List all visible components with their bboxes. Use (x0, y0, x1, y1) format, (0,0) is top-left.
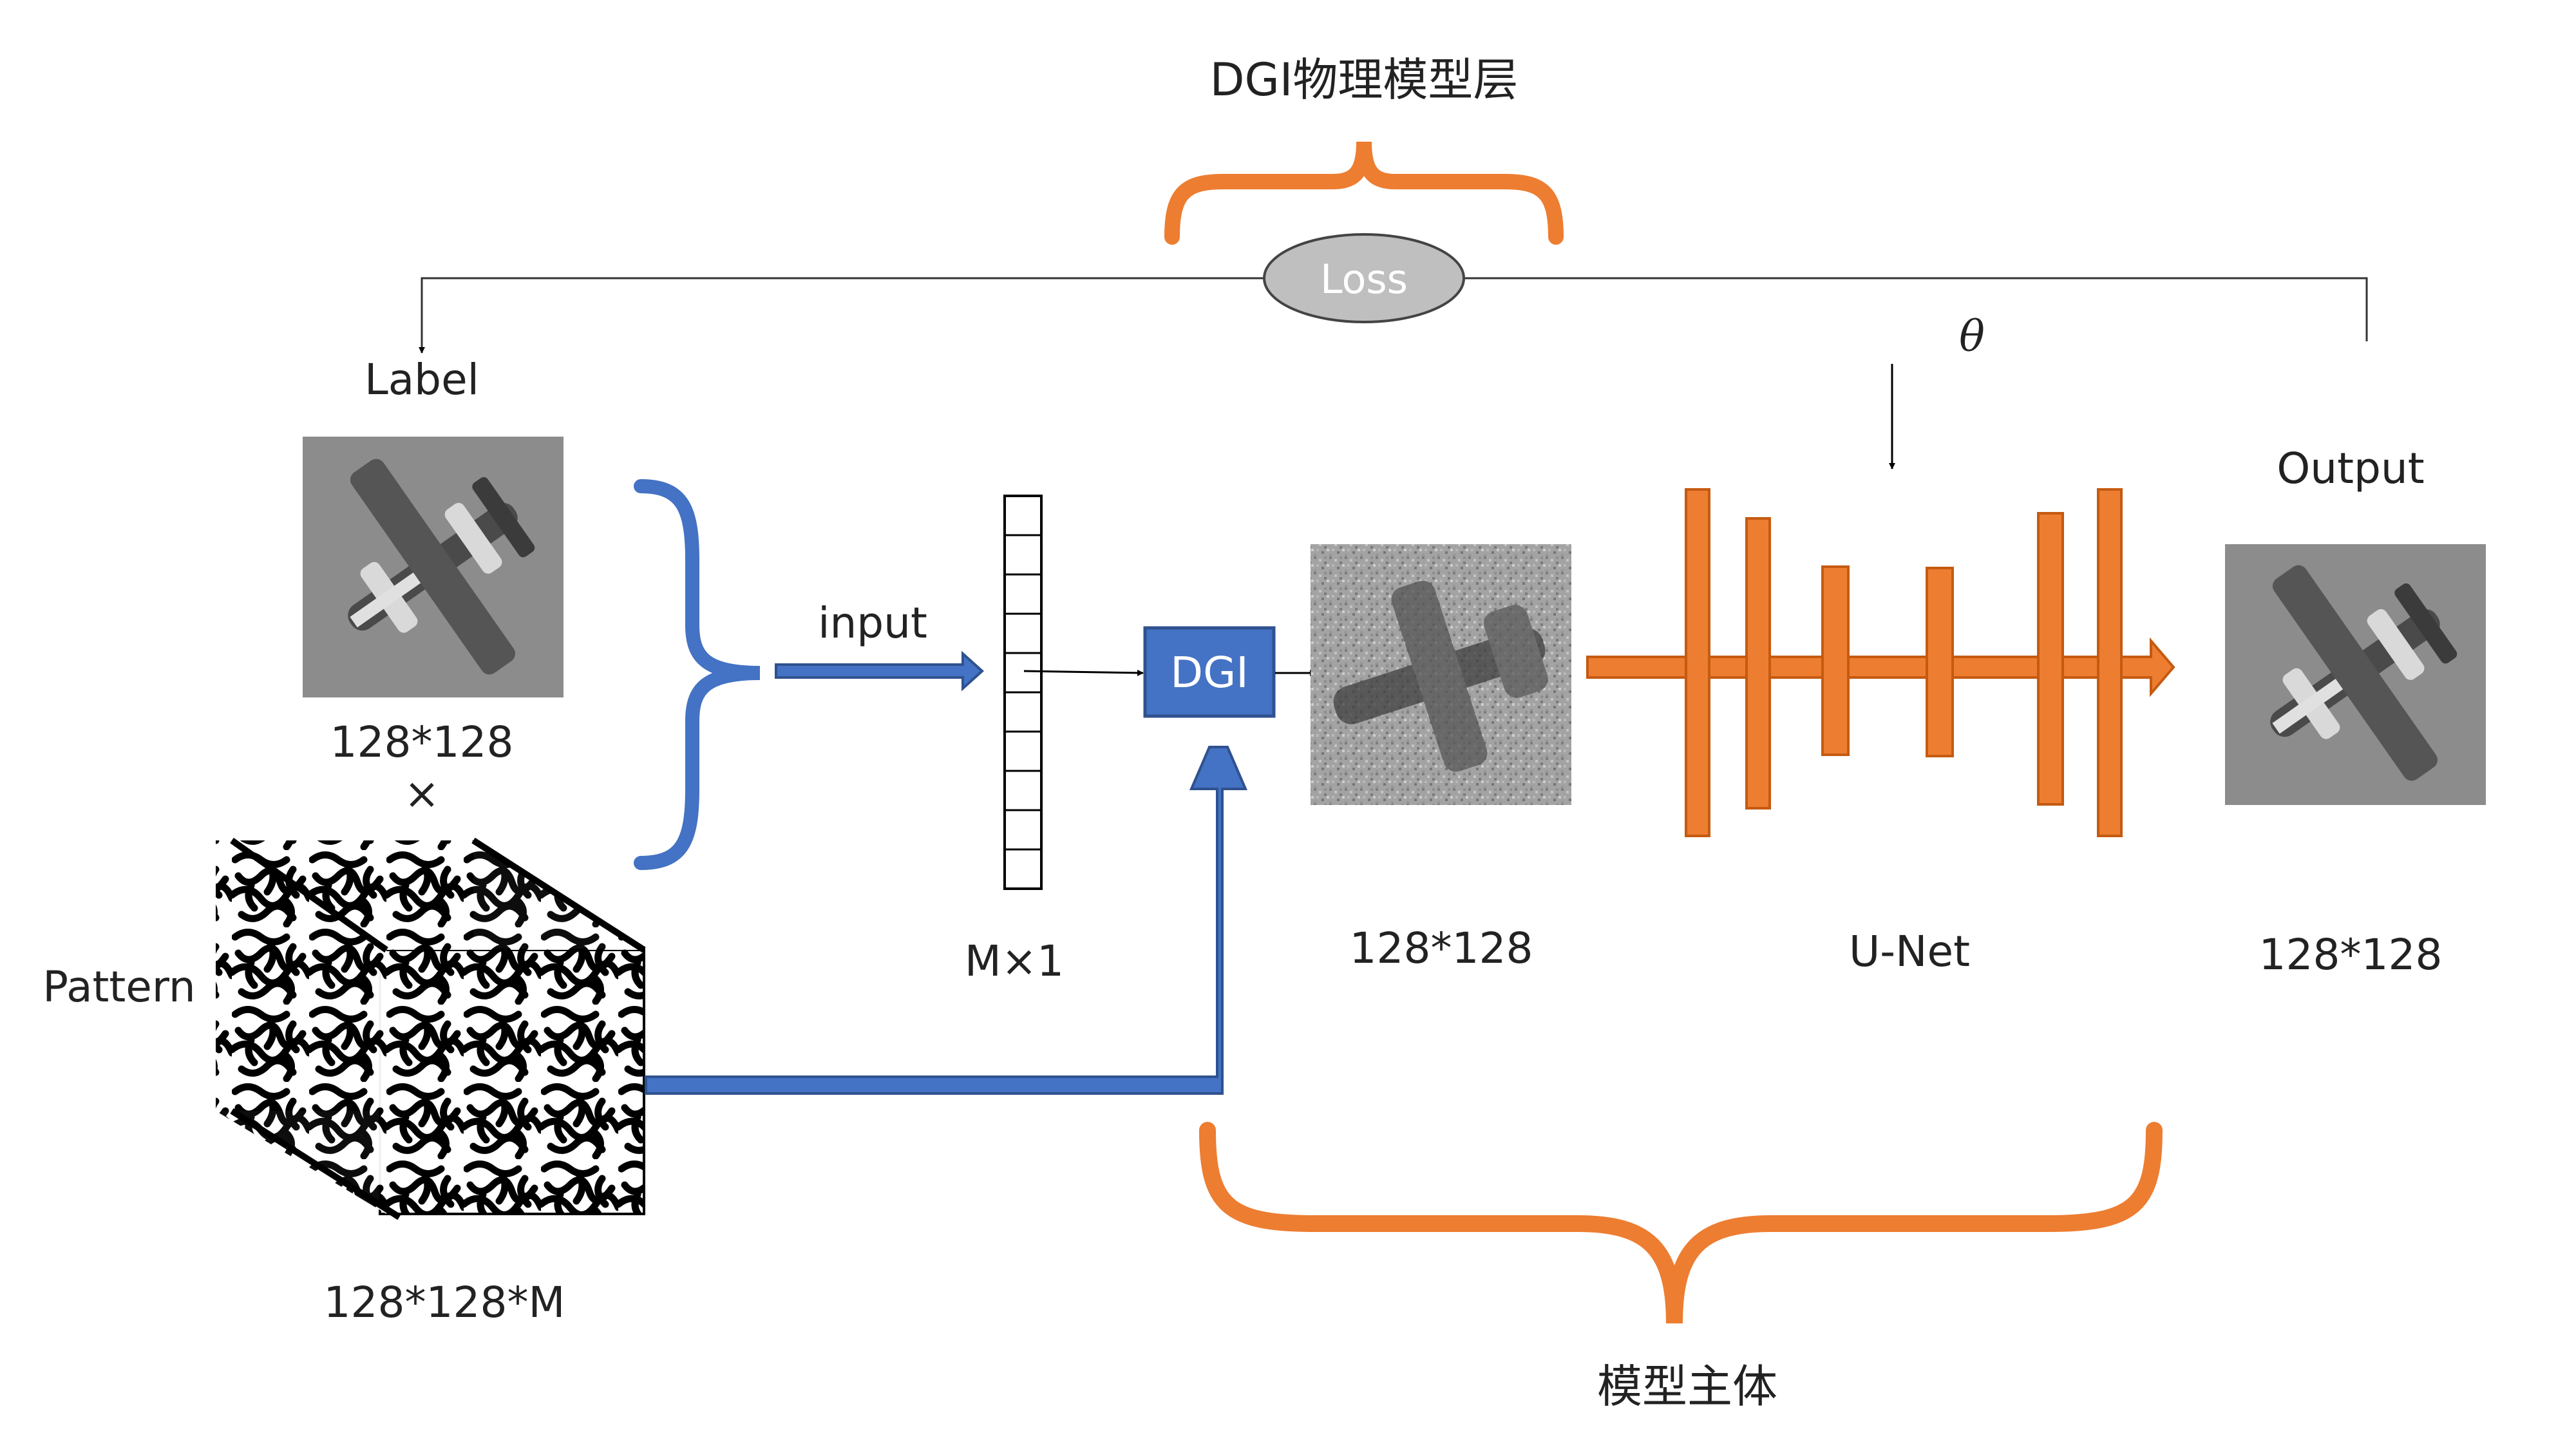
pattern-to-dgi-arrow (645, 746, 1248, 1095)
multiply-sign: × (404, 769, 439, 819)
dgi-output-size: 128*128 (1350, 923, 1533, 973)
loss-to-label-line (419, 277, 1265, 354)
unet-flow-arrow (1586, 637, 2175, 697)
input-blue-brace (634, 479, 761, 870)
label-airplane-image (303, 437, 564, 697)
vector-to-dgi-arrow (1023, 669, 1144, 676)
unet-layer (2037, 512, 2064, 806)
dgi-reconstruction-image (1311, 544, 1571, 805)
top-orange-brace (1164, 141, 1564, 245)
pattern-label: Pattern (43, 962, 195, 1012)
unet-layer (1685, 488, 1710, 837)
loss-node (1263, 233, 1465, 323)
theta-label: θ (1959, 312, 1985, 361)
label-size: 128*128 (330, 717, 514, 767)
dgi-label: DGI (1170, 648, 1248, 697)
loss-feedback-line (1462, 277, 2368, 341)
input-label: input (818, 598, 927, 648)
unet-layer (2097, 488, 2123, 837)
pattern-cube (216, 837, 646, 1220)
label-title: Label (365, 355, 479, 404)
dgi-box (1143, 626, 1276, 718)
input-arrow (775, 650, 984, 692)
bottom-title: 模型主体 (1597, 1360, 1777, 1413)
pattern-size: 128*128*M (324, 1278, 565, 1327)
output-size: 128*128 (2259, 930, 2443, 980)
unet-layer (1745, 517, 1771, 810)
unet-layer (1926, 567, 1954, 757)
output-airplane-image (2225, 544, 2486, 805)
bottom-orange-brace (1199, 1122, 2163, 1324)
unet-block (1586, 488, 2175, 837)
unet-label: U-Net (1849, 927, 1970, 976)
output-title: Output (2277, 444, 2424, 493)
vector-label: M×1 (965, 936, 1064, 986)
loss-label: Loss (1320, 256, 1408, 303)
unet-layer (1821, 565, 1850, 756)
measurement-vector (1003, 495, 1043, 890)
top-title: DGI物理模型层 (1210, 53, 1519, 106)
